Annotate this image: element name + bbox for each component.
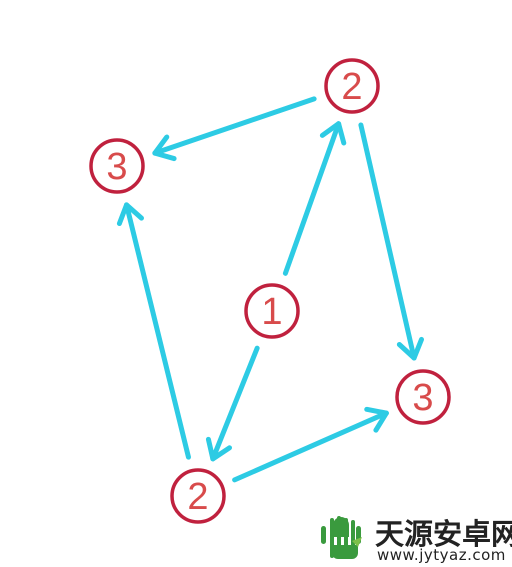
node-top-right: 2 bbox=[324, 58, 380, 114]
arrow-shaft bbox=[210, 345, 260, 462]
node-top-left: 3 bbox=[89, 138, 145, 194]
node-label: 3 bbox=[412, 377, 433, 419]
watermark-title: 天源安卓网 bbox=[375, 517, 512, 551]
node-bottom-right: 3 bbox=[395, 369, 451, 425]
node-circle bbox=[324, 58, 380, 114]
node-circle bbox=[170, 468, 226, 524]
node-label: 1 bbox=[261, 291, 282, 333]
nodes-layer: 1 2 2 3 3 bbox=[89, 58, 451, 524]
arrow-top-right-to-bottom-right bbox=[358, 122, 425, 361]
node-center: 1 bbox=[244, 283, 300, 339]
edges-layer bbox=[116, 96, 425, 483]
arrow-shaft bbox=[124, 202, 191, 460]
node-label: 2 bbox=[187, 476, 208, 518]
arrow-center-to-bottom-left bbox=[205, 345, 260, 462]
arrow-shaft bbox=[282, 121, 342, 276]
arrow-top-right-to-top-left bbox=[152, 96, 317, 162]
node-circle bbox=[89, 138, 145, 194]
arrow-bottom-left-to-bottom-right bbox=[232, 406, 389, 483]
arrowhead bbox=[152, 134, 177, 162]
arrow-center-to-top-right bbox=[282, 121, 347, 276]
arrowhead bbox=[364, 406, 389, 433]
arrow-shaft bbox=[232, 410, 389, 483]
node-circle bbox=[395, 369, 451, 425]
arrowhead bbox=[116, 202, 144, 227]
arrow-shaft bbox=[152, 96, 317, 156]
arrowhead bbox=[319, 121, 347, 146]
android-robot-icon bbox=[321, 516, 362, 559]
watermark: 天源安卓网 www.jytyaz.com bbox=[321, 516, 512, 564]
node-circle bbox=[244, 283, 300, 339]
watermark-url: www.jytyaz.com bbox=[377, 546, 506, 564]
arrowhead bbox=[205, 436, 233, 462]
arrow-bottom-left-to-top-left bbox=[116, 202, 191, 460]
arrowhead bbox=[396, 336, 425, 361]
node-bottom-left: 2 bbox=[170, 468, 226, 524]
node-label: 2 bbox=[341, 66, 362, 108]
node-label: 3 bbox=[106, 146, 127, 188]
arrow-shaft bbox=[358, 122, 417, 361]
